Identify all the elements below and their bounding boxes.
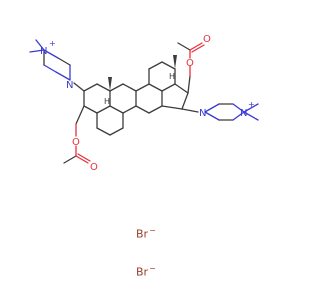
left-piperazine (29, 39, 85, 92)
bromide-charge-1: − (149, 226, 156, 235)
o-bottom-ester: O (72, 137, 80, 148)
plus-left: + (49, 39, 56, 48)
bromide-label-1: Br (136, 227, 149, 241)
molecule-structure: H H O O O O N N + (29, 34, 259, 173)
bromide-ion-1: Br− (136, 226, 156, 241)
h-label-c10: H (104, 97, 110, 106)
steroid-core-bonds (83, 61, 189, 136)
o-top-ester: O (186, 58, 194, 69)
o-top-carbonyl: O (203, 34, 211, 45)
bromide-charge-2: − (149, 264, 156, 273)
n-right-ring: N (199, 108, 206, 119)
bromide-label-2: Br (136, 265, 149, 279)
o-bottom-carbonyl: O (90, 162, 98, 173)
plus-right: + (248, 100, 255, 109)
right-piperazine (181, 103, 259, 121)
methyl-groups (108, 55, 177, 91)
n-left-quat: N (40, 46, 47, 57)
top-acetate (177, 42, 205, 94)
bromide-ion-2: Br− (136, 264, 156, 279)
h-label-c13: H (169, 72, 175, 81)
bottom-acetate (63, 105, 91, 164)
n-left-ring: N (66, 80, 73, 91)
n-right-quat: N (240, 108, 247, 119)
